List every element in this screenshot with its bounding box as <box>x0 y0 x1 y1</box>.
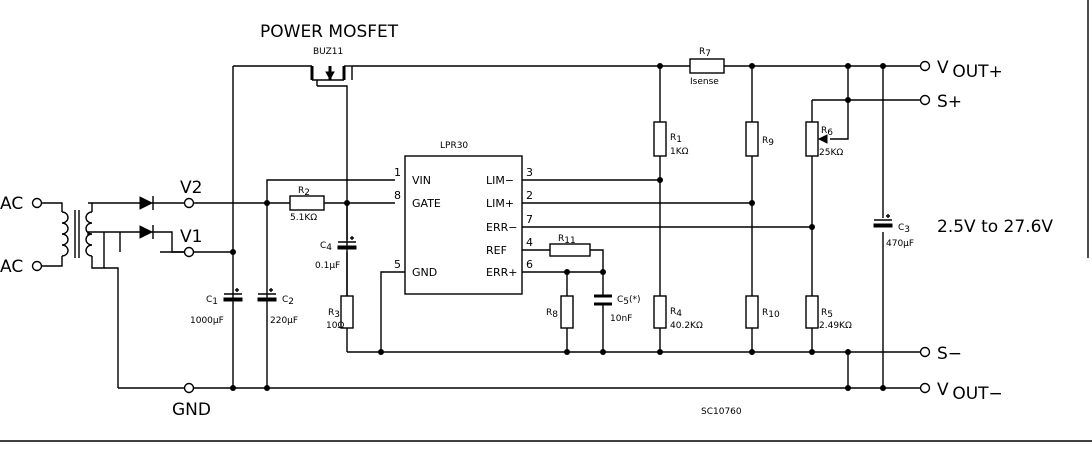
schematic-code: SC10760 <box>701 407 742 417</box>
pin-lim-minus-label: LIM− <box>486 174 514 187</box>
r1-designator: R1 <box>670 133 682 145</box>
resistor-r6 <box>805 121 819 157</box>
capacitor-c1 <box>223 288 243 302</box>
r6-wiper-arrow <box>817 134 828 144</box>
resistor-r11 <box>549 243 591 257</box>
r6-designator: R6 <box>821 126 833 138</box>
pin-lim-plus-label: LIM+ <box>486 197 514 210</box>
diode-top <box>139 196 160 210</box>
r4-designator: R4 <box>670 307 682 319</box>
r2-designator: R2 <box>298 186 310 198</box>
resistor-r9 <box>745 121 759 157</box>
capacitor-c3 <box>873 214 893 228</box>
ic-lpr30 <box>404 155 523 295</box>
v2-label: V2 <box>180 178 202 198</box>
r3-value: 10Ω <box>326 321 344 331</box>
capacitor-c2 <box>257 288 277 302</box>
s-minus-label: S− <box>937 344 962 364</box>
r3-designator: R3 <box>328 308 340 320</box>
diode-bottom <box>120 225 185 253</box>
resistor-r7 <box>689 58 725 74</box>
c4-value: 0.1µF <box>315 261 340 271</box>
pin-err-minus-label: ERR− <box>486 221 517 234</box>
pin-number-1: 1 <box>394 166 401 179</box>
resistor-r8 <box>560 295 574 329</box>
c2-value: 220µF <box>270 316 298 326</box>
resistor-r4 <box>653 295 667 329</box>
pin-gate-label: GATE <box>412 197 441 210</box>
mosfet-label: BUZ11 <box>313 47 343 57</box>
pin-err-plus-label: ERR+ <box>486 266 517 279</box>
v1-label: V1 <box>180 227 202 247</box>
pin-number-8: 8 <box>394 189 401 202</box>
c5-value: 10nF <box>610 314 632 324</box>
resistor-r1 <box>653 121 667 157</box>
ac-label-bottom: AC <box>0 257 23 277</box>
r7-designator: R7 <box>699 47 711 59</box>
gnd-label: GND <box>172 400 211 420</box>
ac-label-top: AC <box>0 194 23 214</box>
voltage-range-label: 2.5V to 27.6V <box>937 217 1053 237</box>
r1-value: 1KΩ <box>670 147 689 157</box>
ac-terminal-bottom <box>31 260 43 272</box>
capacitor-c4 <box>337 236 357 250</box>
ac-terminal-top <box>31 197 43 209</box>
pin-vin-label: VIN <box>412 174 431 187</box>
pin-number-7: 7 <box>526 213 533 226</box>
pin-number-2: 2 <box>526 189 533 202</box>
r9-designator: R9 <box>762 136 774 148</box>
c1-designator: C1 <box>206 295 218 307</box>
transformer <box>61 210 93 258</box>
vout-plus-terminal <box>919 60 931 72</box>
r8-designator: R8 <box>546 308 558 320</box>
resistor-r2 <box>289 195 325 211</box>
r4-value: 40.2KΩ <box>670 321 703 331</box>
v2-terminal <box>183 197 195 209</box>
c3-designator: C3 <box>898 223 910 235</box>
pin-gnd-label: GND <box>412 266 437 279</box>
component-labels: R7 Isense R1 1KΩ R9 R6 25KΩ R2 5.1KΩ C4 … <box>190 47 914 331</box>
pin-number-6: 6 <box>526 258 533 271</box>
wiring <box>42 65 920 389</box>
ic-name-label: LPR30 <box>440 141 468 151</box>
s-plus-terminal <box>919 94 931 106</box>
v1-terminal <box>183 246 195 258</box>
resistor-r10 <box>745 295 759 329</box>
pin-number-4: 4 <box>526 236 533 249</box>
r11-designator: R11 <box>558 234 576 246</box>
pin-ref-label: REF <box>486 244 507 257</box>
s-plus-label: S+ <box>937 92 962 112</box>
c3-value: 470µF <box>886 239 914 249</box>
r10-designator: R10 <box>762 308 780 320</box>
r7-value: Isense <box>690 77 719 87</box>
gnd-terminal <box>183 382 195 394</box>
r6-value: 25KΩ <box>819 148 843 158</box>
c2-designator: C2 <box>282 295 294 307</box>
vout-minus-terminal <box>919 382 931 394</box>
pin-number-5: 5 <box>394 258 401 271</box>
s-minus-terminal <box>919 346 931 358</box>
capacitor-c5 <box>594 294 612 306</box>
resistor-r5 <box>805 295 819 329</box>
resistor-r3 <box>340 295 354 329</box>
c1-value: 1000µF <box>190 316 224 326</box>
r2-value: 5.1KΩ <box>290 213 317 223</box>
junction-dots <box>230 63 886 391</box>
r5-value: 2.49KΩ <box>819 321 852 331</box>
power-mosfet <box>310 65 353 86</box>
r5-designator: R5 <box>821 308 833 320</box>
title-label: POWER MOSFET <box>260 22 399 42</box>
pin-number-3: 3 <box>526 166 533 179</box>
c5-designator: C5(*) <box>617 295 641 307</box>
c4-designator: C4 <box>320 241 332 253</box>
